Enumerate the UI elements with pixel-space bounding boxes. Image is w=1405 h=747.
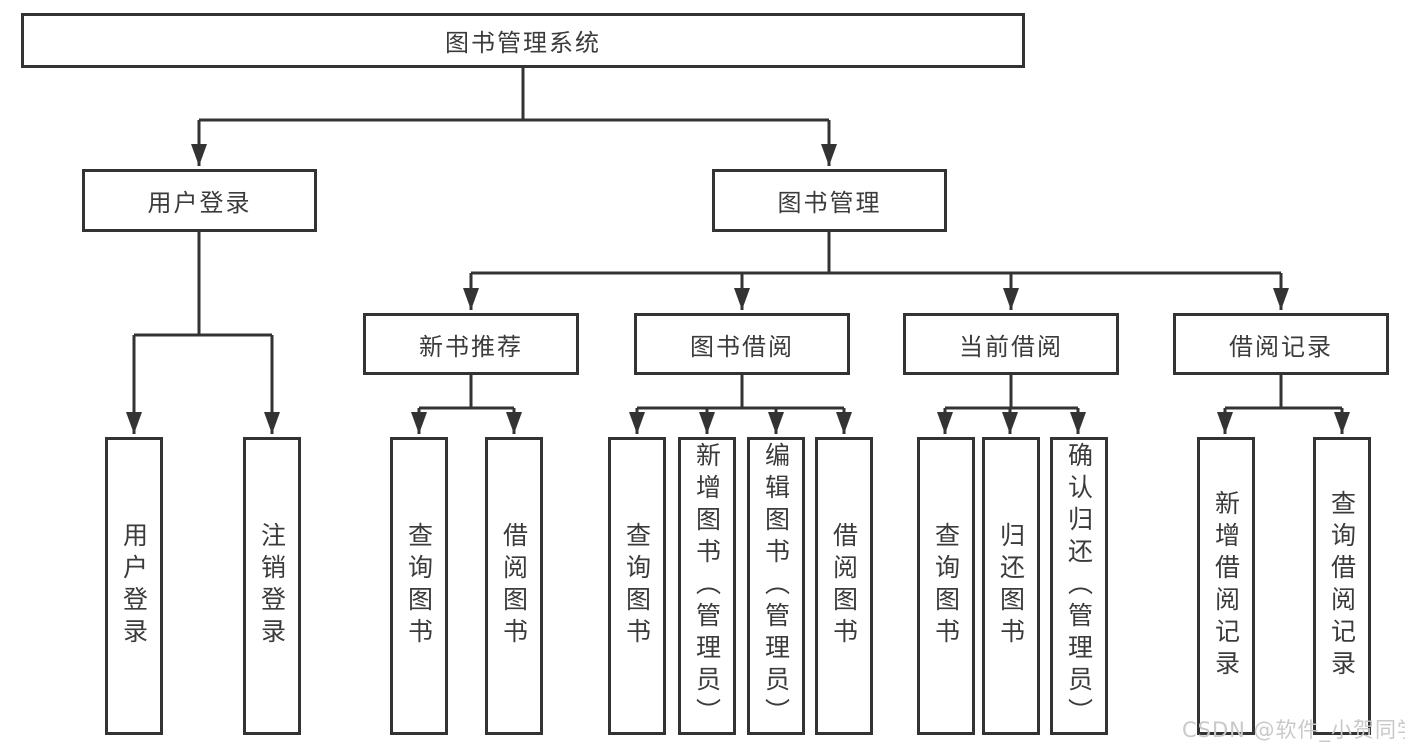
leaf-borrowing-query-books: 查询图书 bbox=[608, 437, 666, 735]
node-book-management: 图书管理 bbox=[712, 169, 947, 232]
leaf-confirm-return-admin: 确认归还（管理员） bbox=[1050, 437, 1108, 735]
node-borrowing-records: 借阅记录 bbox=[1173, 313, 1389, 375]
node-current-borrowing: 当前借阅 bbox=[903, 313, 1119, 375]
leaf-return-books: 归还图书 bbox=[982, 437, 1040, 735]
node-user-login: 用户登录 bbox=[82, 169, 317, 232]
leaf-add-borrow-record: 新增借阅记录 bbox=[1197, 437, 1255, 735]
connector-arrows bbox=[126, 120, 1350, 434]
leaf-logout: 注销登录 bbox=[243, 437, 301, 735]
node-book-borrowing: 图书借阅 bbox=[634, 313, 850, 375]
node-library-management-system: 图书管理系统 bbox=[21, 13, 1025, 68]
leaf-add-books-admin: 新增图书（管理员） bbox=[678, 437, 736, 735]
leaf-user-login: 用户登录 bbox=[105, 437, 163, 735]
leaf-newbook-query-books: 查询图书 bbox=[390, 437, 448, 735]
leaf-edit-books-admin: 编辑图书（管理员） bbox=[747, 437, 805, 735]
node-new-book-recommendation: 新书推荐 bbox=[363, 313, 579, 375]
leaf-current-query-books: 查询图书 bbox=[917, 437, 975, 735]
csdn-watermark: CSDN @软件_小贺同学 bbox=[1182, 718, 1405, 742]
leaf-newbook-borrow-books: 借阅图书 bbox=[485, 437, 543, 735]
leaf-query-borrow-record: 查询借阅记录 bbox=[1313, 437, 1371, 735]
connector-rails bbox=[134, 68, 1342, 410]
leaf-borrowing-borrow-books: 借阅图书 bbox=[815, 437, 873, 735]
